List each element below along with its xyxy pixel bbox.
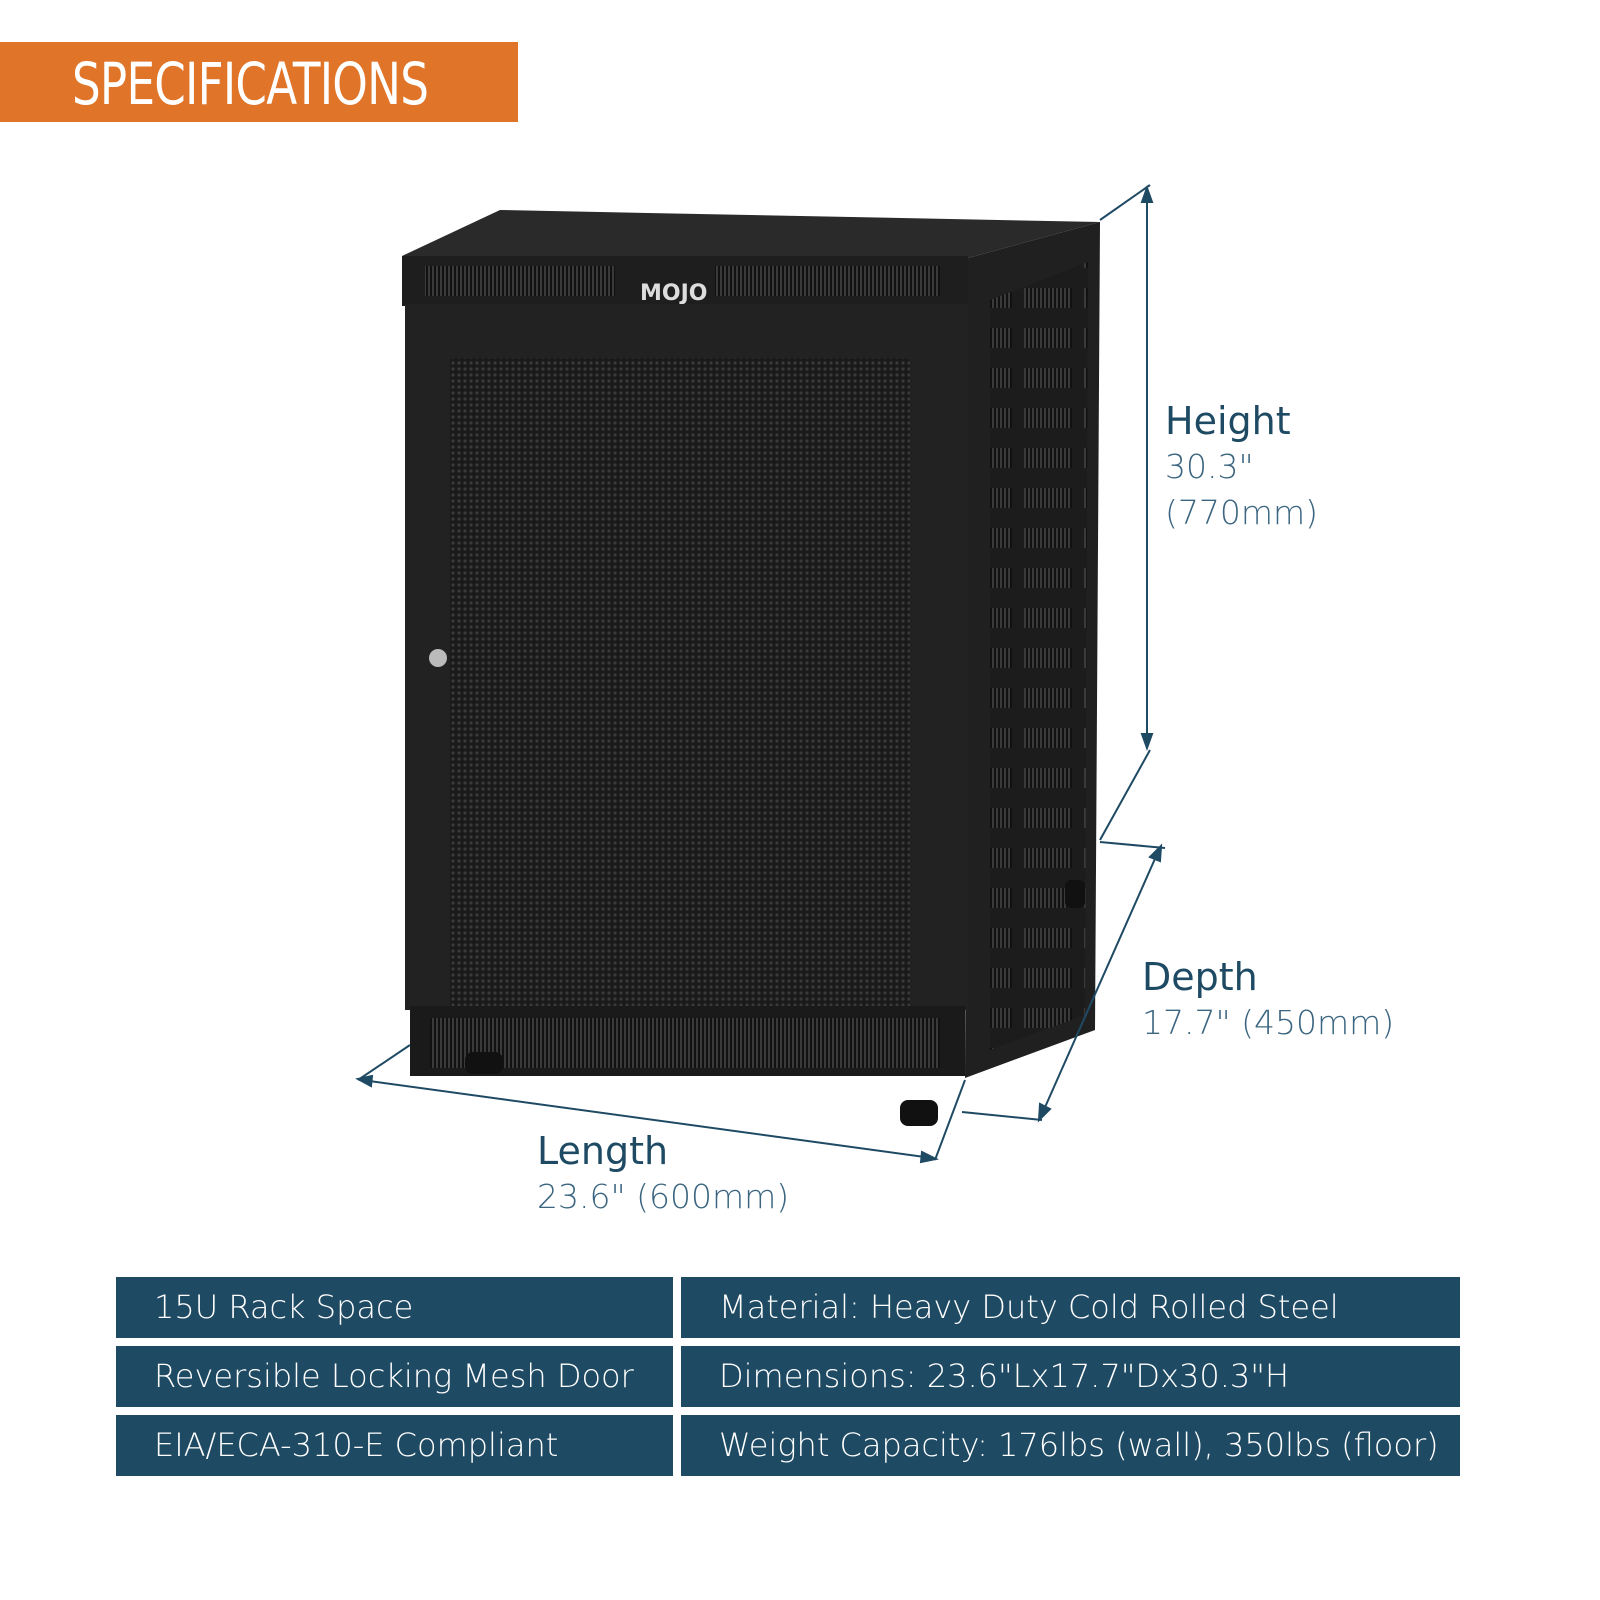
height-value: 30.3" bbox=[1165, 447, 1254, 486]
depth-label: Depth bbox=[1142, 955, 1258, 999]
dimension-lines bbox=[355, 184, 1166, 1164]
depth-dimension: Depth 17.7" (450mm) bbox=[1142, 954, 1394, 1046]
length-value: 23.6" (600mm) bbox=[537, 1177, 790, 1216]
depth-value: 17.7" (450mm) bbox=[1142, 1003, 1395, 1042]
caster bbox=[900, 1100, 938, 1126]
spec-cell: Reversible Locking Mesh Door bbox=[116, 1346, 673, 1407]
height-label: Height bbox=[1165, 399, 1291, 443]
height-value-mm: (770mm) bbox=[1165, 493, 1319, 532]
caster bbox=[465, 1052, 503, 1074]
cabinet: MOJO bbox=[402, 210, 1100, 1126]
height-dimension: Height 30.3" (770mm) bbox=[1165, 398, 1318, 536]
door-lock-icon bbox=[429, 649, 447, 667]
length-arrow bbox=[361, 1079, 933, 1159]
specifications-banner: SPECIFICATIONS bbox=[0, 42, 518, 122]
brand-logo: MOJO bbox=[640, 281, 707, 306]
length-label: Length bbox=[537, 1129, 669, 1173]
spec-cell: Material: Heavy Duty Cold Rolled Steel bbox=[681, 1277, 1460, 1338]
banner-title: SPECIFICATIONS bbox=[72, 50, 429, 118]
spec-cell: EIA/ECA-310-E Compliant bbox=[116, 1415, 673, 1476]
caster bbox=[1065, 880, 1085, 908]
spec-cell: Dimensions: 23.6"Lx17.7"Dx30.3"H bbox=[681, 1346, 1460, 1407]
cabinet-top bbox=[402, 210, 1100, 258]
spec-cell: 15U Rack Space bbox=[116, 1277, 673, 1338]
length-dimension: Length 23.6" (600mm) bbox=[537, 1128, 789, 1220]
depth-arrow bbox=[1041, 851, 1159, 1115]
spec-cell: Weight Capacity: 176lbs (wall), 350lbs (… bbox=[681, 1415, 1460, 1476]
